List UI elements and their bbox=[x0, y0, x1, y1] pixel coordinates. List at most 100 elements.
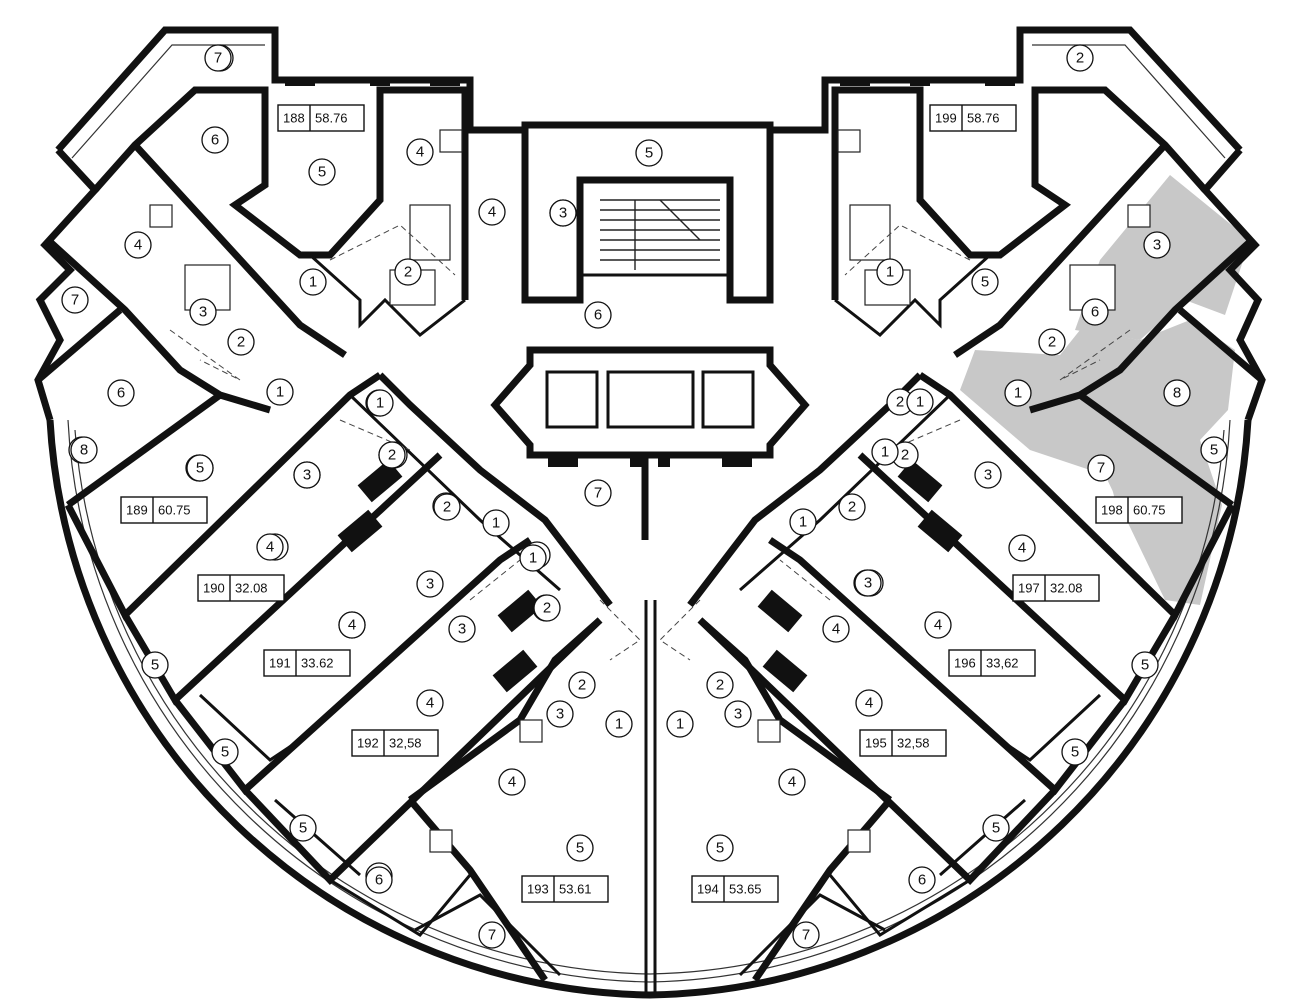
room-bubble: 1 bbox=[605, 710, 633, 738]
building-walls bbox=[34, 26, 1266, 999]
room-number: 1 bbox=[376, 395, 384, 412]
room-number: 6 bbox=[117, 385, 125, 402]
room-number: 5 bbox=[981, 274, 989, 291]
room-bubble: 5 bbox=[1061, 738, 1089, 766]
room-bubble: 7 bbox=[584, 479, 612, 507]
room-number: 2 bbox=[443, 499, 451, 516]
room-number: 7 bbox=[1097, 460, 1105, 477]
room-bubble: 2 bbox=[378, 441, 406, 469]
room-bubble: 3 bbox=[448, 615, 476, 643]
room-bubble: 3 bbox=[293, 461, 321, 489]
room-bubble: 5 bbox=[1131, 651, 1159, 679]
room-bubble: 4 bbox=[924, 611, 952, 639]
highlighted-apartment-198 bbox=[960, 175, 1250, 605]
room-number: 4 bbox=[508, 774, 516, 791]
room-number: 2 bbox=[237, 334, 245, 351]
room-bubble: 3 bbox=[546, 700, 574, 728]
room-number: 3 bbox=[864, 575, 872, 592]
room-bubble: 4 bbox=[855, 689, 883, 717]
room-number: 2 bbox=[716, 677, 724, 694]
room-bubble: 6 bbox=[584, 301, 612, 329]
room-bubble: 4 bbox=[822, 615, 850, 643]
room-number: 1 bbox=[492, 515, 500, 532]
room-number: 3 bbox=[303, 467, 311, 484]
room-bubble: 2 bbox=[394, 258, 422, 286]
room-bubble: 7 bbox=[478, 921, 506, 949]
room-number: 5 bbox=[196, 460, 204, 477]
room-bubble: 8 bbox=[1163, 379, 1191, 407]
room-bubble: 3 bbox=[724, 700, 752, 728]
room-bubble: 1 bbox=[1004, 379, 1032, 407]
room-number: 3 bbox=[556, 706, 564, 723]
room-bubble: 5 bbox=[971, 268, 999, 296]
room-bubble: 3 bbox=[416, 570, 444, 598]
apt-197-area: 32.08 bbox=[1050, 581, 1083, 596]
room-bubble: 2 bbox=[1038, 328, 1066, 356]
room-number-bubbles: 7654124326412354267154674732168532124132… bbox=[61, 44, 1228, 949]
apt-194-number: 194 bbox=[697, 882, 719, 897]
room-bubble: 5 bbox=[1200, 436, 1228, 464]
room-number: 5 bbox=[221, 744, 229, 761]
room-bubble: 2 bbox=[227, 328, 255, 356]
room-number: 6 bbox=[918, 872, 926, 889]
room-bubble: 7 bbox=[792, 921, 820, 949]
room-bubble: 5 bbox=[706, 834, 734, 862]
room-number: 7 bbox=[214, 50, 222, 67]
room-bubble: 4 bbox=[416, 689, 444, 717]
apt-197-number: 197 bbox=[1018, 581, 1040, 596]
apt-188-number: 188 bbox=[283, 111, 305, 126]
room-bubble: 2 bbox=[838, 493, 866, 521]
room-number: 4 bbox=[134, 237, 142, 254]
room-number: 1 bbox=[529, 550, 537, 567]
room-bubble: 3 bbox=[1143, 231, 1171, 259]
room-bubble: 2 bbox=[568, 671, 596, 699]
room-bubble: 4 bbox=[256, 533, 284, 561]
room-bubble: 7 bbox=[204, 44, 232, 72]
room-bubble: 6 bbox=[107, 379, 135, 407]
room-bubble: 5 bbox=[982, 814, 1010, 842]
room-number: 1 bbox=[916, 394, 924, 411]
room-bubble: 7 bbox=[1087, 454, 1115, 482]
room-number: 5 bbox=[1141, 657, 1149, 674]
room-number: 1 bbox=[881, 444, 889, 461]
room-number: 4 bbox=[832, 621, 840, 638]
vent-shafts bbox=[285, 80, 1015, 693]
room-bubble: 5 bbox=[308, 158, 336, 186]
apt-194-area: 53.65 bbox=[729, 882, 762, 897]
apt-193-number: 193 bbox=[527, 882, 549, 897]
room-bubble: 6 bbox=[365, 866, 393, 894]
apt-198-number: 198 bbox=[1101, 503, 1123, 518]
room-bubble: 1 bbox=[666, 710, 694, 738]
room-bubble: 5 bbox=[211, 738, 239, 766]
apt-191-number: 191 bbox=[269, 656, 291, 671]
room-number: 2 bbox=[543, 600, 551, 617]
room-bubble: 3 bbox=[549, 199, 577, 227]
room-number: 4 bbox=[416, 144, 424, 161]
room-number: 6 bbox=[594, 307, 602, 324]
room-bubble: 1 bbox=[906, 388, 934, 416]
room-number: 1 bbox=[886, 264, 894, 281]
apt-189-area: 60.75 bbox=[158, 503, 191, 518]
apt-197-tag: 197 32.08 bbox=[1012, 574, 1100, 602]
room-number: 4 bbox=[1018, 540, 1026, 557]
room-number: 3 bbox=[984, 467, 992, 484]
apt-199-number: 199 bbox=[935, 111, 957, 126]
room-bubble: 4 bbox=[478, 198, 506, 226]
room-number: 4 bbox=[426, 695, 434, 712]
room-number: 5 bbox=[1210, 442, 1218, 459]
room-number: 1 bbox=[615, 716, 623, 733]
room-bubble: 8 bbox=[70, 436, 98, 464]
room-bubble: 2 bbox=[433, 493, 461, 521]
room-number: 6 bbox=[1091, 304, 1099, 321]
room-bubble: 4 bbox=[1008, 534, 1036, 562]
room-number: 2 bbox=[901, 447, 909, 464]
room-number: 2 bbox=[1048, 334, 1056, 351]
room-bubble: 1 bbox=[299, 268, 327, 296]
room-number: 2 bbox=[388, 447, 396, 464]
room-bubble: 6 bbox=[1081, 298, 1109, 326]
room-number: 1 bbox=[276, 384, 284, 401]
apt-199-area: 58.76 bbox=[967, 111, 1000, 126]
